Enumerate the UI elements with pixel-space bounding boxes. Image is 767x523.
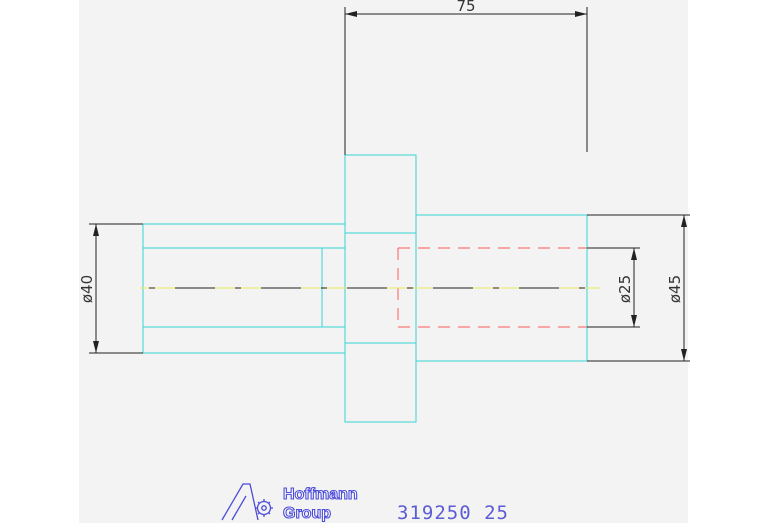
logo-company-line2: Group xyxy=(283,505,331,522)
dim-40-label: ø40 xyxy=(78,275,96,303)
arrow-25-top xyxy=(631,248,637,260)
arrow-40-top xyxy=(93,224,99,236)
dim-45-label: ø45 xyxy=(666,275,684,303)
hidden-bore xyxy=(397,247,587,328)
hoffmann-group-logo: Hoffmann Group xyxy=(221,483,358,523)
dim-75-label: 75 xyxy=(456,0,475,15)
arrow-45-bottom xyxy=(681,349,687,361)
arrow-75-left xyxy=(345,11,357,17)
logo-mark-icon xyxy=(221,483,273,521)
dimension-arrows xyxy=(93,11,687,361)
dimension-lines xyxy=(89,7,690,362)
arrow-25-bottom xyxy=(631,315,637,327)
logo-company-line1: Hoffmann xyxy=(283,486,358,503)
arrow-40-bottom xyxy=(93,341,99,353)
dim-25-label: ø25 xyxy=(616,275,634,303)
arrow-75-right xyxy=(575,11,587,17)
arrow-45-top xyxy=(681,215,687,227)
part-number: 319250 25 xyxy=(397,502,509,523)
